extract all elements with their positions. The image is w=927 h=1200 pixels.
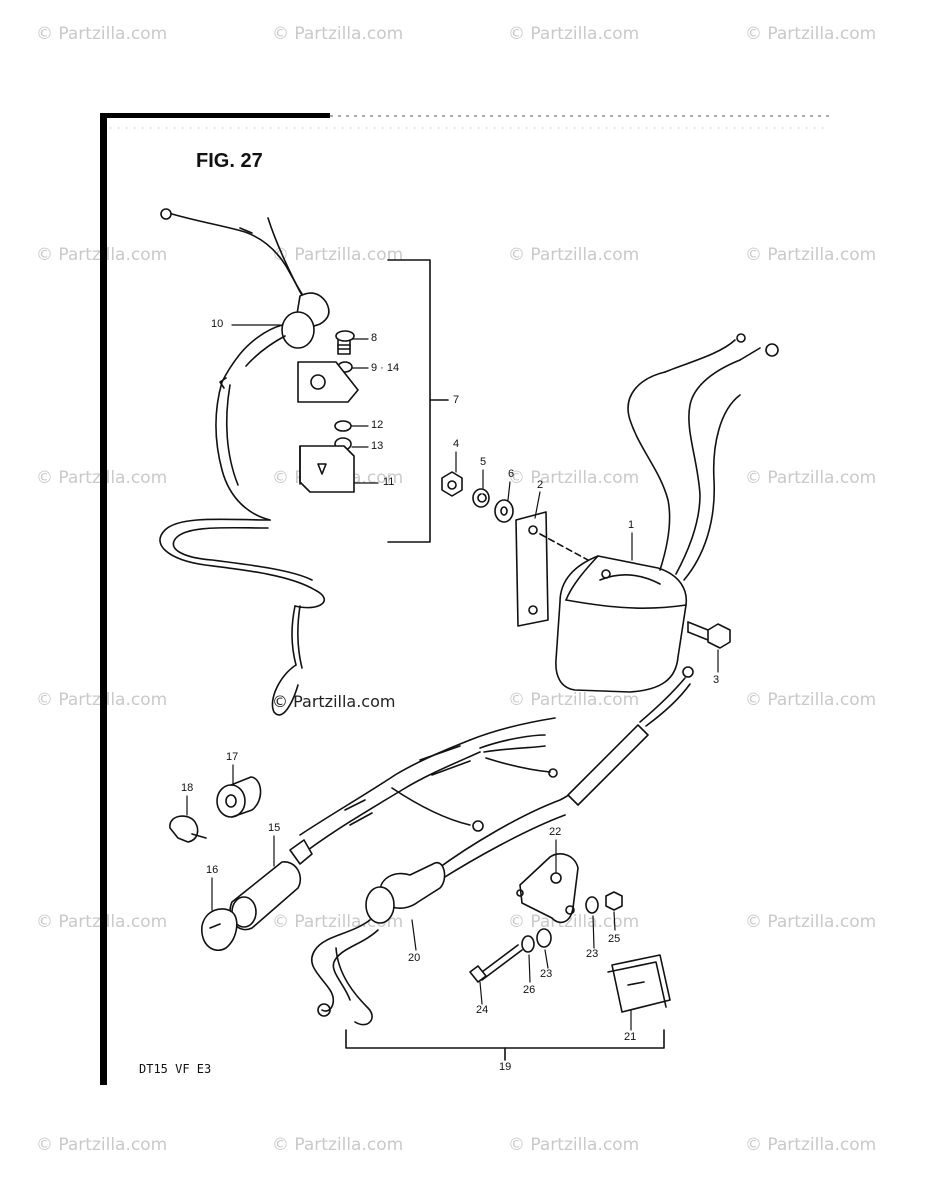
part-5-lockwasher: [472, 488, 490, 508]
callout-4: 4: [453, 438, 460, 450]
callout-13: 13: [371, 440, 384, 452]
part-4-nut: [441, 471, 463, 497]
watermark: © Partzilla.com: [745, 690, 877, 710]
leader-lines: [186, 324, 719, 1031]
watermark: © Partzilla.com: [508, 24, 640, 44]
figure-title: FIG. 27: [196, 150, 263, 172]
part-2-strap: [515, 511, 549, 627]
part-20-harness: [310, 666, 694, 1026]
callout-11: 11: [383, 476, 395, 488]
watermark: © Partzilla.com: [745, 912, 877, 932]
part-24-bolt: [469, 944, 523, 983]
part-22-bracket: [516, 853, 579, 924]
callout-15: 15: [268, 822, 281, 834]
watermark: © Partzilla.com: [745, 245, 877, 265]
bracket-19: [345, 1029, 665, 1061]
watermark: © Partzilla.com: [508, 912, 640, 932]
callout-5: 5: [480, 456, 487, 468]
callout-9-14: 9 · 14: [371, 362, 400, 374]
part-17-grommet: [216, 776, 262, 818]
callout-16: 16: [206, 864, 219, 876]
callout-23-right: 23: [586, 948, 599, 960]
model-code: DT15 VF E3: [139, 1062, 212, 1076]
part-11-pad: [299, 445, 355, 493]
callout-26: 26: [523, 984, 536, 996]
callout-24: 24: [476, 1004, 489, 1016]
watermark: © Partzilla.com: [272, 24, 404, 44]
callout-8: 8: [371, 332, 378, 344]
watermark: © Partzilla.com: [508, 1135, 640, 1155]
callout-22: 22: [549, 826, 562, 838]
watermark: © Partzilla.com: [36, 24, 168, 44]
callout-18: 18: [181, 782, 194, 794]
part-1-unit: [555, 333, 779, 693]
callout-17: 17: [226, 751, 239, 763]
part-23-washer-left: [536, 928, 552, 948]
callout-21: 21: [624, 1031, 637, 1043]
callout-19: 19: [499, 1061, 512, 1073]
part-3-bolt: [687, 621, 731, 649]
callout-3: 3: [713, 674, 720, 686]
part-15-connector: [229, 861, 302, 931]
part-15-harness: [289, 717, 558, 865]
part-12-washer: [334, 420, 352, 432]
callout-20: 20: [408, 952, 421, 964]
part-21-pad: [607, 954, 671, 1013]
bracket-7: [387, 259, 449, 543]
watermark: © Partzilla.com: [745, 24, 877, 44]
watermark: © Partzilla.com: [508, 690, 640, 710]
callout-2: 2: [537, 479, 544, 491]
callout-23-left: 23: [540, 968, 553, 980]
part-6-washer: [494, 499, 514, 523]
page-frame: [100, 113, 830, 1085]
part-18-clip: [169, 815, 207, 843]
watermark: © Partzilla.com: [272, 1135, 404, 1155]
watermark: © Partzilla.com: [508, 468, 640, 488]
part-25-nut: [605, 891, 623, 911]
mounting-plate: [297, 361, 359, 403]
callout-25: 25: [608, 933, 621, 945]
watermark: © Partzilla.com: [508, 245, 640, 265]
callout-6: 6: [508, 468, 515, 480]
watermark-inline: © Partzilla.com: [272, 692, 396, 711]
watermark: © Partzilla.com: [745, 468, 877, 488]
watermark: © Partzilla.com: [36, 1135, 168, 1155]
part-8-screw: [335, 330, 355, 355]
watermark: © Partzilla.com: [272, 245, 404, 265]
callout-10: 10: [211, 318, 224, 330]
part-10-harness: [159, 208, 330, 716]
watermark: © Partzilla.com: [745, 1135, 877, 1155]
callout-1: 1: [628, 519, 635, 531]
callout-7: 7: [453, 394, 460, 406]
part-16-cap: [201, 908, 238, 951]
part-23-washer-right: [585, 896, 599, 914]
callout-12: 12: [371, 419, 384, 431]
part-26-washer: [521, 935, 535, 953]
